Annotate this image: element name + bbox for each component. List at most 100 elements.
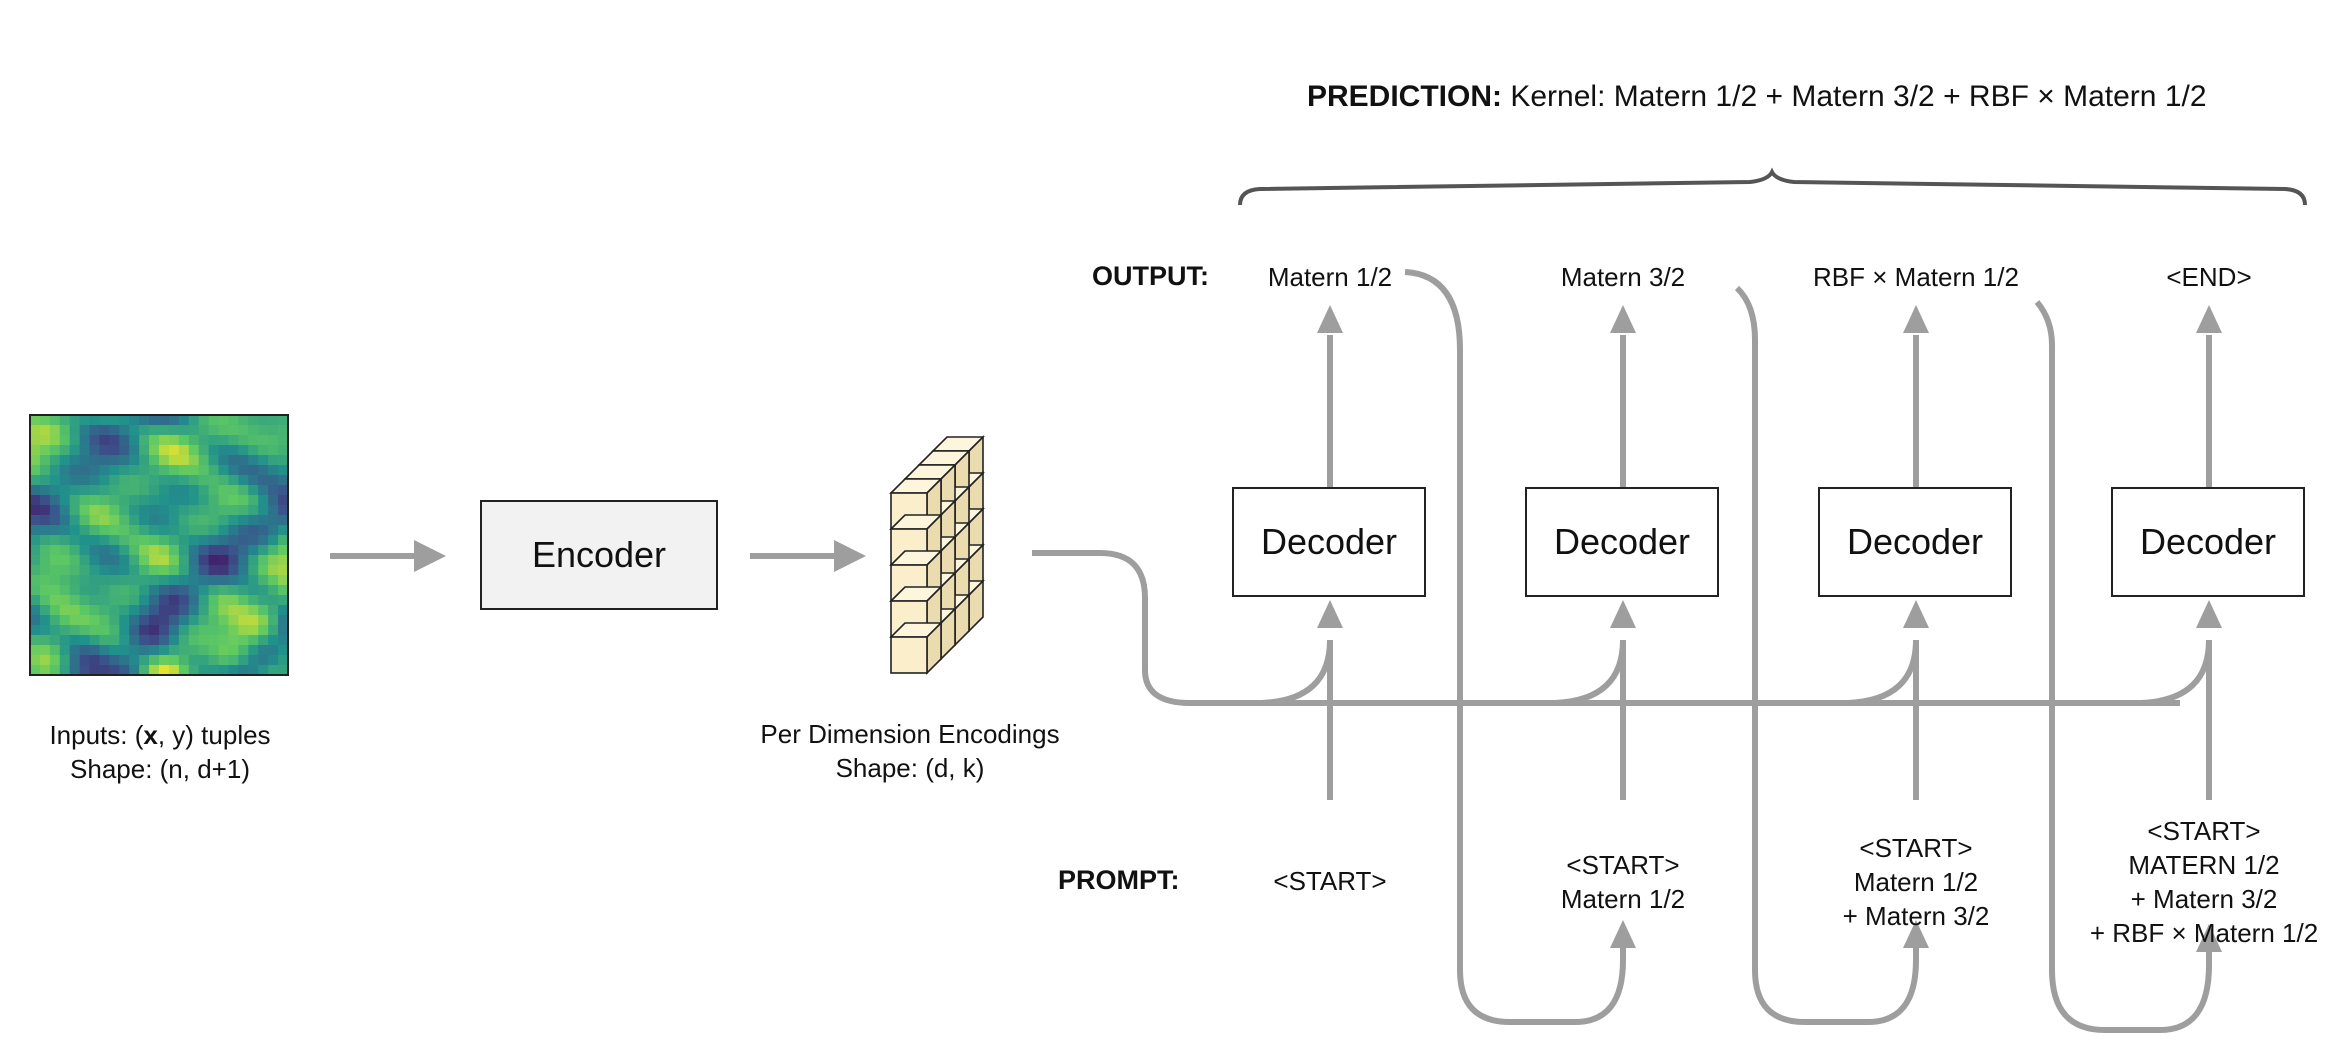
encodings-caption: Per Dimension Encodings Shape: (d, k) bbox=[730, 717, 1090, 785]
heatmap-cell bbox=[168, 425, 180, 436]
heatmap-cell bbox=[278, 635, 289, 646]
heatmap-cell bbox=[168, 525, 180, 536]
heatmap-cell bbox=[208, 525, 220, 536]
heatmap-cell bbox=[208, 515, 220, 526]
heatmap-cell bbox=[238, 655, 249, 666]
heatmap-cell bbox=[39, 475, 51, 486]
heatmap-cell bbox=[178, 445, 190, 456]
heatmap-cell bbox=[159, 535, 170, 546]
heatmap-cell bbox=[119, 565, 130, 576]
heatmap-cell bbox=[49, 445, 61, 456]
heatmap-cell bbox=[69, 665, 81, 676]
heatmap-cell bbox=[188, 535, 200, 546]
heatmap-cell bbox=[228, 485, 239, 496]
heatmap-cell bbox=[208, 425, 220, 436]
heatmap-cell bbox=[119, 445, 130, 456]
heatmap-cell bbox=[149, 625, 160, 636]
decoder-label: Decoder bbox=[1553, 521, 1691, 562]
heatmap-cell bbox=[139, 645, 150, 656]
heatmap-cell bbox=[69, 645, 81, 656]
heatmap-cell bbox=[188, 605, 200, 616]
heatmap-cell bbox=[39, 575, 51, 586]
heatmap-cell bbox=[99, 615, 110, 626]
heatmap-cell bbox=[79, 535, 91, 546]
heatmap-cell bbox=[79, 525, 91, 536]
heatmap-cell bbox=[119, 645, 130, 656]
heatmap-cell bbox=[238, 545, 249, 556]
heatmap-cell bbox=[59, 665, 71, 676]
heatmap-cell bbox=[69, 555, 81, 566]
heatmap-cell bbox=[228, 455, 239, 466]
heatmap-cell bbox=[129, 525, 140, 536]
heatmap-cell bbox=[258, 495, 269, 506]
heatmap-cell bbox=[238, 445, 249, 456]
heatmap-cell bbox=[139, 635, 150, 646]
heatmap-cell bbox=[168, 455, 180, 466]
heatmap-cell bbox=[218, 585, 230, 596]
heatmap-cell bbox=[238, 535, 249, 546]
heatmap-cell bbox=[59, 455, 71, 466]
heatmap-cell bbox=[218, 505, 230, 516]
output-row-label: OUTPUT: bbox=[1092, 261, 1209, 291]
encoder-label: Encoder bbox=[531, 534, 667, 575]
heatmap-cell bbox=[129, 615, 140, 626]
heatmap-cell bbox=[159, 595, 170, 606]
heatmap-cell bbox=[149, 525, 160, 536]
heatmap-cell bbox=[139, 545, 150, 556]
heatmap-cell bbox=[109, 655, 120, 666]
heatmap-cell bbox=[149, 555, 160, 566]
heatmap-cell bbox=[89, 515, 101, 526]
heatmap-cell bbox=[79, 465, 91, 476]
heatmap-cell bbox=[139, 555, 150, 566]
heatmap-cell bbox=[198, 475, 210, 486]
heatmap-cell bbox=[39, 435, 51, 446]
heatmap-cell bbox=[228, 565, 239, 576]
heatmap-cell bbox=[39, 665, 51, 676]
heatmap-cell bbox=[139, 565, 150, 576]
heatmap-cell bbox=[159, 485, 170, 496]
heatmap-cell bbox=[218, 475, 230, 486]
heatmap-cell bbox=[69, 515, 81, 526]
heatmap-cell bbox=[278, 495, 289, 506]
heatmap-cell bbox=[139, 435, 150, 446]
heatmap-cell bbox=[99, 565, 110, 576]
heatmap-cell bbox=[248, 545, 259, 556]
heatmap-cell bbox=[119, 455, 130, 466]
decoder-label: Decoder bbox=[2139, 521, 2277, 562]
heatmap-cell bbox=[228, 515, 239, 526]
heatmap-cell bbox=[89, 495, 101, 506]
heatmap-cell bbox=[208, 645, 220, 656]
heatmap-cell bbox=[258, 585, 269, 596]
heatmap-cell bbox=[168, 505, 180, 516]
heatmap-cell bbox=[198, 625, 210, 636]
heatmap-cell bbox=[30, 595, 41, 606]
heatmap-cell bbox=[198, 465, 210, 476]
heatmap-cell bbox=[109, 555, 120, 566]
heatmap-cell bbox=[149, 655, 160, 666]
heatmap-cell bbox=[49, 645, 61, 656]
heatmap-cell bbox=[69, 525, 81, 536]
heatmap-cell bbox=[178, 555, 190, 566]
heatmap-cell bbox=[89, 425, 101, 436]
heatmap-cell bbox=[258, 505, 269, 516]
heatmap-cell bbox=[89, 475, 101, 486]
heatmap-cell bbox=[59, 625, 71, 636]
heatmap-cell bbox=[109, 565, 120, 576]
heatmap-cell bbox=[89, 565, 101, 576]
heatmap-cell bbox=[178, 455, 190, 466]
heatmap-cell bbox=[159, 645, 170, 656]
heatmap-cell bbox=[89, 545, 101, 556]
heatmap-cell bbox=[59, 545, 71, 556]
heatmap-cell bbox=[49, 605, 61, 616]
heatmap-cell bbox=[228, 545, 239, 556]
heatmap-cell bbox=[268, 585, 279, 596]
heatmap-cell bbox=[159, 635, 170, 646]
heatmap-cell bbox=[129, 445, 140, 456]
heatmap-cell bbox=[188, 665, 200, 676]
heatmap-cell bbox=[258, 525, 269, 536]
heatmap-cell bbox=[178, 665, 190, 676]
heatmap-cell bbox=[59, 595, 71, 606]
heatmap-cell bbox=[30, 615, 41, 626]
heatmap-cell bbox=[258, 545, 269, 556]
heatmap-cell bbox=[248, 595, 259, 606]
